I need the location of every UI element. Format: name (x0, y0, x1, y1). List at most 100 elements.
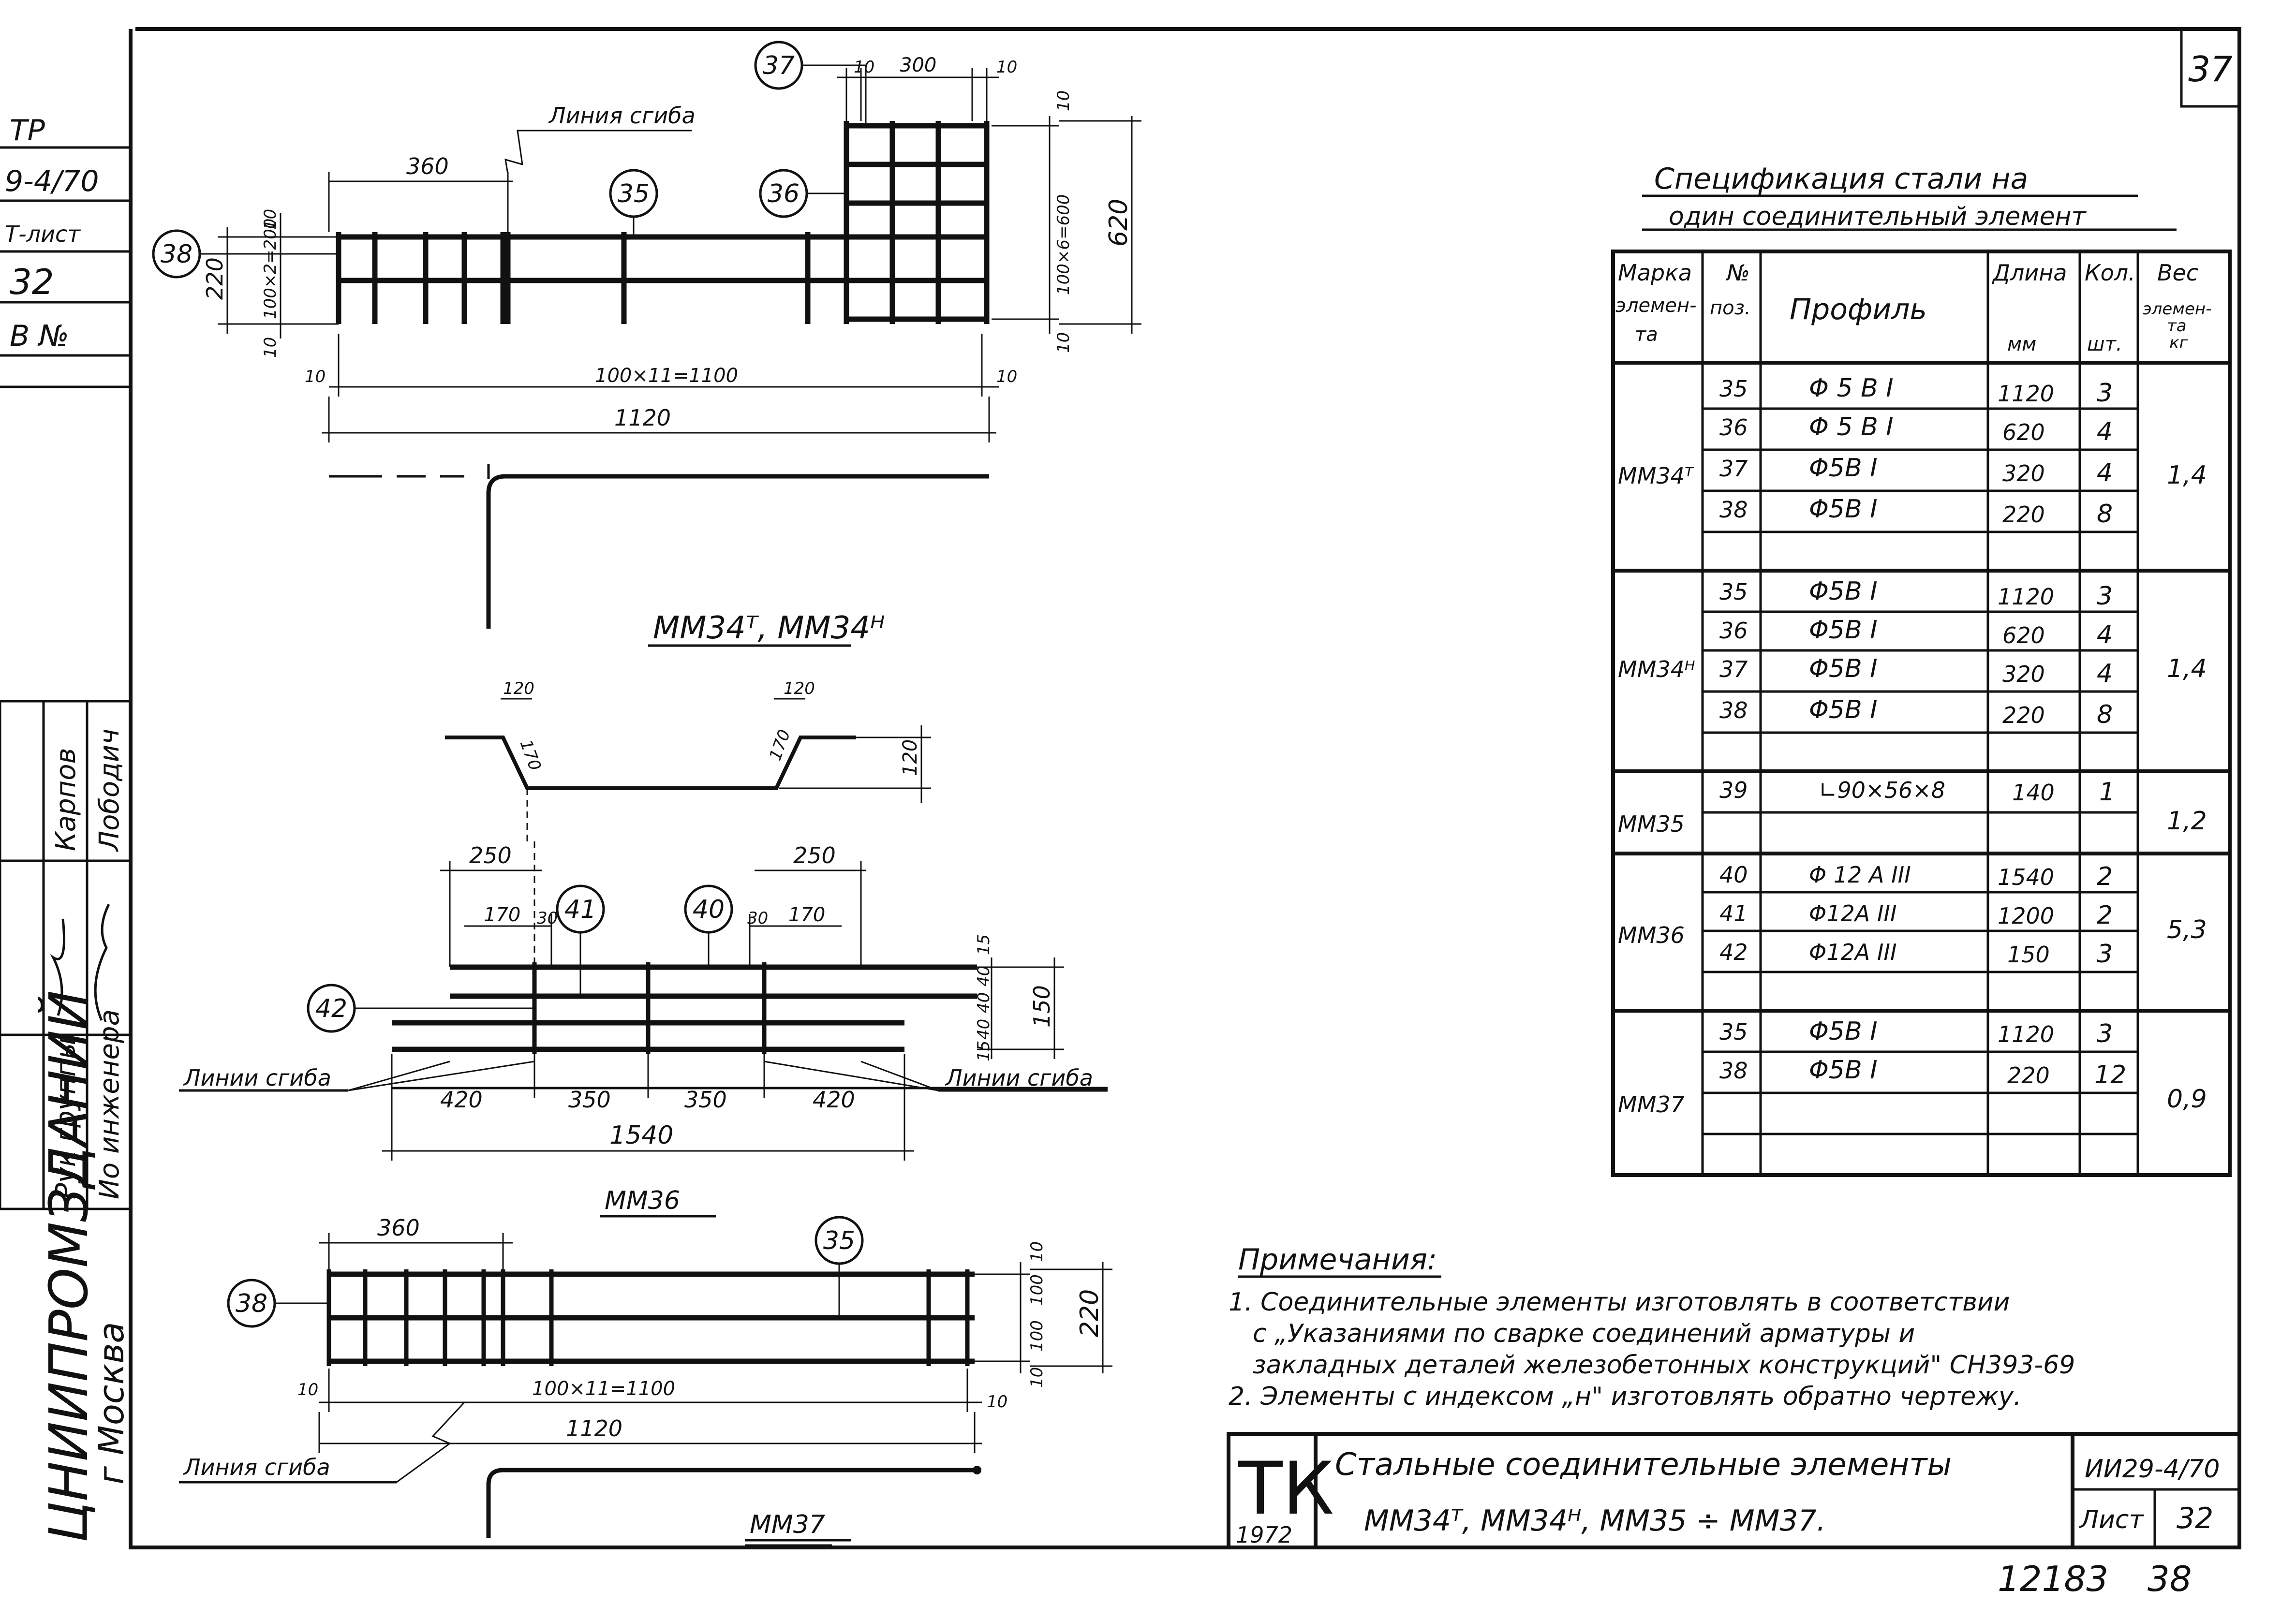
hdr-qty-1: Кол. (2085, 260, 2135, 286)
hdr-mark-1: Марка (1618, 260, 1692, 286)
mm36-hp-4: 40 (974, 1019, 993, 1040)
mm37-dim-360: 360 (377, 1215, 420, 1241)
mm36-dim-420-l: 420 (440, 1087, 483, 1113)
hdr-length-1: Длина (1992, 260, 2067, 286)
mm34h-mark: ММ34ᴴ (1618, 656, 1695, 682)
mm34h-weight: 1,4 (2167, 654, 2207, 683)
mm36-pos-42: 42 (315, 994, 347, 1023)
mm34-dim-grid: 300 (900, 54, 936, 76)
r13-pos: 35 (1719, 1019, 1748, 1045)
stamp-line-1: ТР (10, 114, 45, 147)
mm36-weight: 5,3 (2167, 915, 2207, 944)
mm34-dim-10-d: 10 (1054, 332, 1073, 353)
r5-qty: 3 (2097, 582, 2113, 611)
r1-qty: 3 (2097, 379, 2113, 408)
mm34-pos-38: 38 (161, 240, 193, 269)
mm34-dim-top-left: 360 (406, 153, 449, 179)
mm36-pos-40: 40 (693, 895, 725, 924)
mm36-bend-left: Линии сгиба (183, 1065, 331, 1091)
sheet-label: Лист (2079, 1505, 2144, 1534)
r8-pos: 38 (1719, 697, 1748, 723)
r4-qty: 8 (2097, 500, 2113, 529)
mm36-bend-right: Линии сгиба (945, 1065, 1093, 1091)
r4-len: 220 (2002, 501, 2045, 528)
sheet-number-top: 37 (2188, 49, 2233, 89)
r8-qty: 8 (2097, 700, 2113, 729)
group-mm37: ММ37 0,9 35 Φ5В I 1120 3 38 Φ5В I 220 12 (1618, 1017, 2207, 1135)
r11-pos: 41 (1719, 900, 1748, 927)
spec-title-1: Спецификация стали на (1654, 162, 2028, 196)
mm36-hp-2: 40 (974, 966, 993, 987)
r10-qty: 2 (2097, 862, 2113, 891)
mm34-dim-10-b: 10 (261, 337, 280, 358)
mm34-dim-10-f: 10 (996, 367, 1017, 386)
r7-len: 320 (2002, 661, 2045, 687)
tk-year: 1972 (1236, 1522, 1292, 1548)
r5-pos: 35 (1719, 579, 1748, 605)
title-block: ТК 1972 Стальные соединительные элементы… (1227, 1432, 2241, 1549)
stamp-line-2: 9-4/70 (5, 164, 99, 198)
mm36-dim-250-r: 250 (793, 842, 836, 869)
r14-prof: Φ5В I (1809, 1056, 1878, 1085)
mm34-dim-10-e: 10 (305, 367, 326, 386)
mm36-dim-150: 150 (1029, 985, 1055, 1028)
mm34-pos-36: 36 (768, 179, 800, 208)
mm36-mark: ММ36 (1618, 922, 1685, 948)
spec-title-2: один соединительный элемент (1669, 202, 2087, 231)
drawing-mm34: 360 300 10 10 220 100×2=200 10 10 100×6=… (152, 41, 1141, 647)
mm36-hp-5: 15 (974, 1041, 993, 1061)
sheet-value: 32 (2177, 1502, 2213, 1535)
hdr-pos-1: № (1725, 260, 1750, 286)
mm36-dim-30-r: 30 (747, 909, 768, 928)
mm34-dim-total: 1120 (614, 405, 671, 431)
mm37-caption: ММ37 (750, 1510, 825, 1539)
mm35-dim-5: 120 (899, 739, 921, 776)
note-line-1: 1. Соединительные элементы изготовлять в… (1229, 1288, 2010, 1317)
r14-qty: 12 (2094, 1060, 2126, 1090)
r10-len: 1540 (1998, 864, 2054, 890)
mm34-dim-inner: 100×11=1100 (595, 365, 738, 387)
r3-prof: Φ5В I (1809, 454, 1878, 483)
hdr-pos-2: поз. (1710, 297, 1751, 319)
note-line-3: закладных деталей железобетонных констру… (1253, 1351, 2075, 1380)
mm35-mark: ММ35 (1618, 811, 1685, 837)
r9-pos: 39 (1719, 777, 1748, 803)
mm36-dim-350-a: 350 (568, 1087, 611, 1113)
mm34-dim-h-right-inner: 100×6=600 (1054, 194, 1073, 295)
mm36-dim-30-l: 30 (537, 909, 558, 928)
mm35-dim-2: 120 (784, 679, 815, 698)
stamp-line-5: В № (10, 319, 69, 353)
group-mm34h: ММ34ᴴ 1,4 35 Φ5В I 1120 3 36 Φ5В I 620 4… (1613, 577, 2230, 773)
r8-len: 220 (2002, 702, 2045, 728)
r14-len: 220 (2007, 1062, 2050, 1089)
mm37-pos-38: 38 (236, 1289, 267, 1318)
r9-len: 140 (2012, 780, 2055, 806)
r11-len: 1200 (1998, 903, 2054, 929)
mm34-pos-37: 37 (763, 51, 795, 80)
hdr-mark-2: элемен- (1615, 294, 1697, 317)
hdr-qty-2: шт. (2087, 333, 2122, 355)
org-name: ЦНИИПРОМЗДАНИЙ (37, 990, 100, 1543)
note-line-2: с „Указаниями по сварке соединений армат… (1253, 1319, 1915, 1348)
city: г Москва (91, 1322, 132, 1485)
r1-len: 1120 (1998, 381, 2054, 407)
mm34-bend-label: Линия сгиба (548, 103, 696, 129)
mm36-hp-1: 15 (974, 934, 993, 955)
mm37-bend-label: Линия сгиба (183, 1454, 330, 1480)
hdr-weight-2: элемен- (2143, 299, 2211, 319)
title-line-2: ММ34ᵀ, ММ34ᴴ, ММ35 ÷ ММ37. (1364, 1504, 1826, 1538)
r11-qty: 2 (2097, 901, 2113, 930)
drawing-mm37: 360 35 38 10 100 100 10 220 100×11=1100 … (179, 1215, 1112, 1546)
mm37-hp-3: 100 (1027, 1320, 1047, 1352)
mm34-dim-10-c: 10 (1054, 90, 1073, 111)
r13-qty: 3 (2097, 1019, 2113, 1048)
mm37-dim-inner: 100×11=1100 (532, 1378, 675, 1400)
r4-pos: 38 (1719, 497, 1748, 523)
mm37-weight: 0,9 (2167, 1085, 2207, 1114)
r12-prof: Φ12А III (1809, 939, 1897, 965)
mm37-mark: ММ37 (1618, 1091, 1685, 1118)
r5-prof: Φ5В I (1809, 577, 1878, 606)
mm37-hp-2: 100 (1027, 1274, 1047, 1306)
r10-pos: 40 (1719, 862, 1748, 888)
mm37-dim-1120: 1120 (566, 1415, 622, 1442)
